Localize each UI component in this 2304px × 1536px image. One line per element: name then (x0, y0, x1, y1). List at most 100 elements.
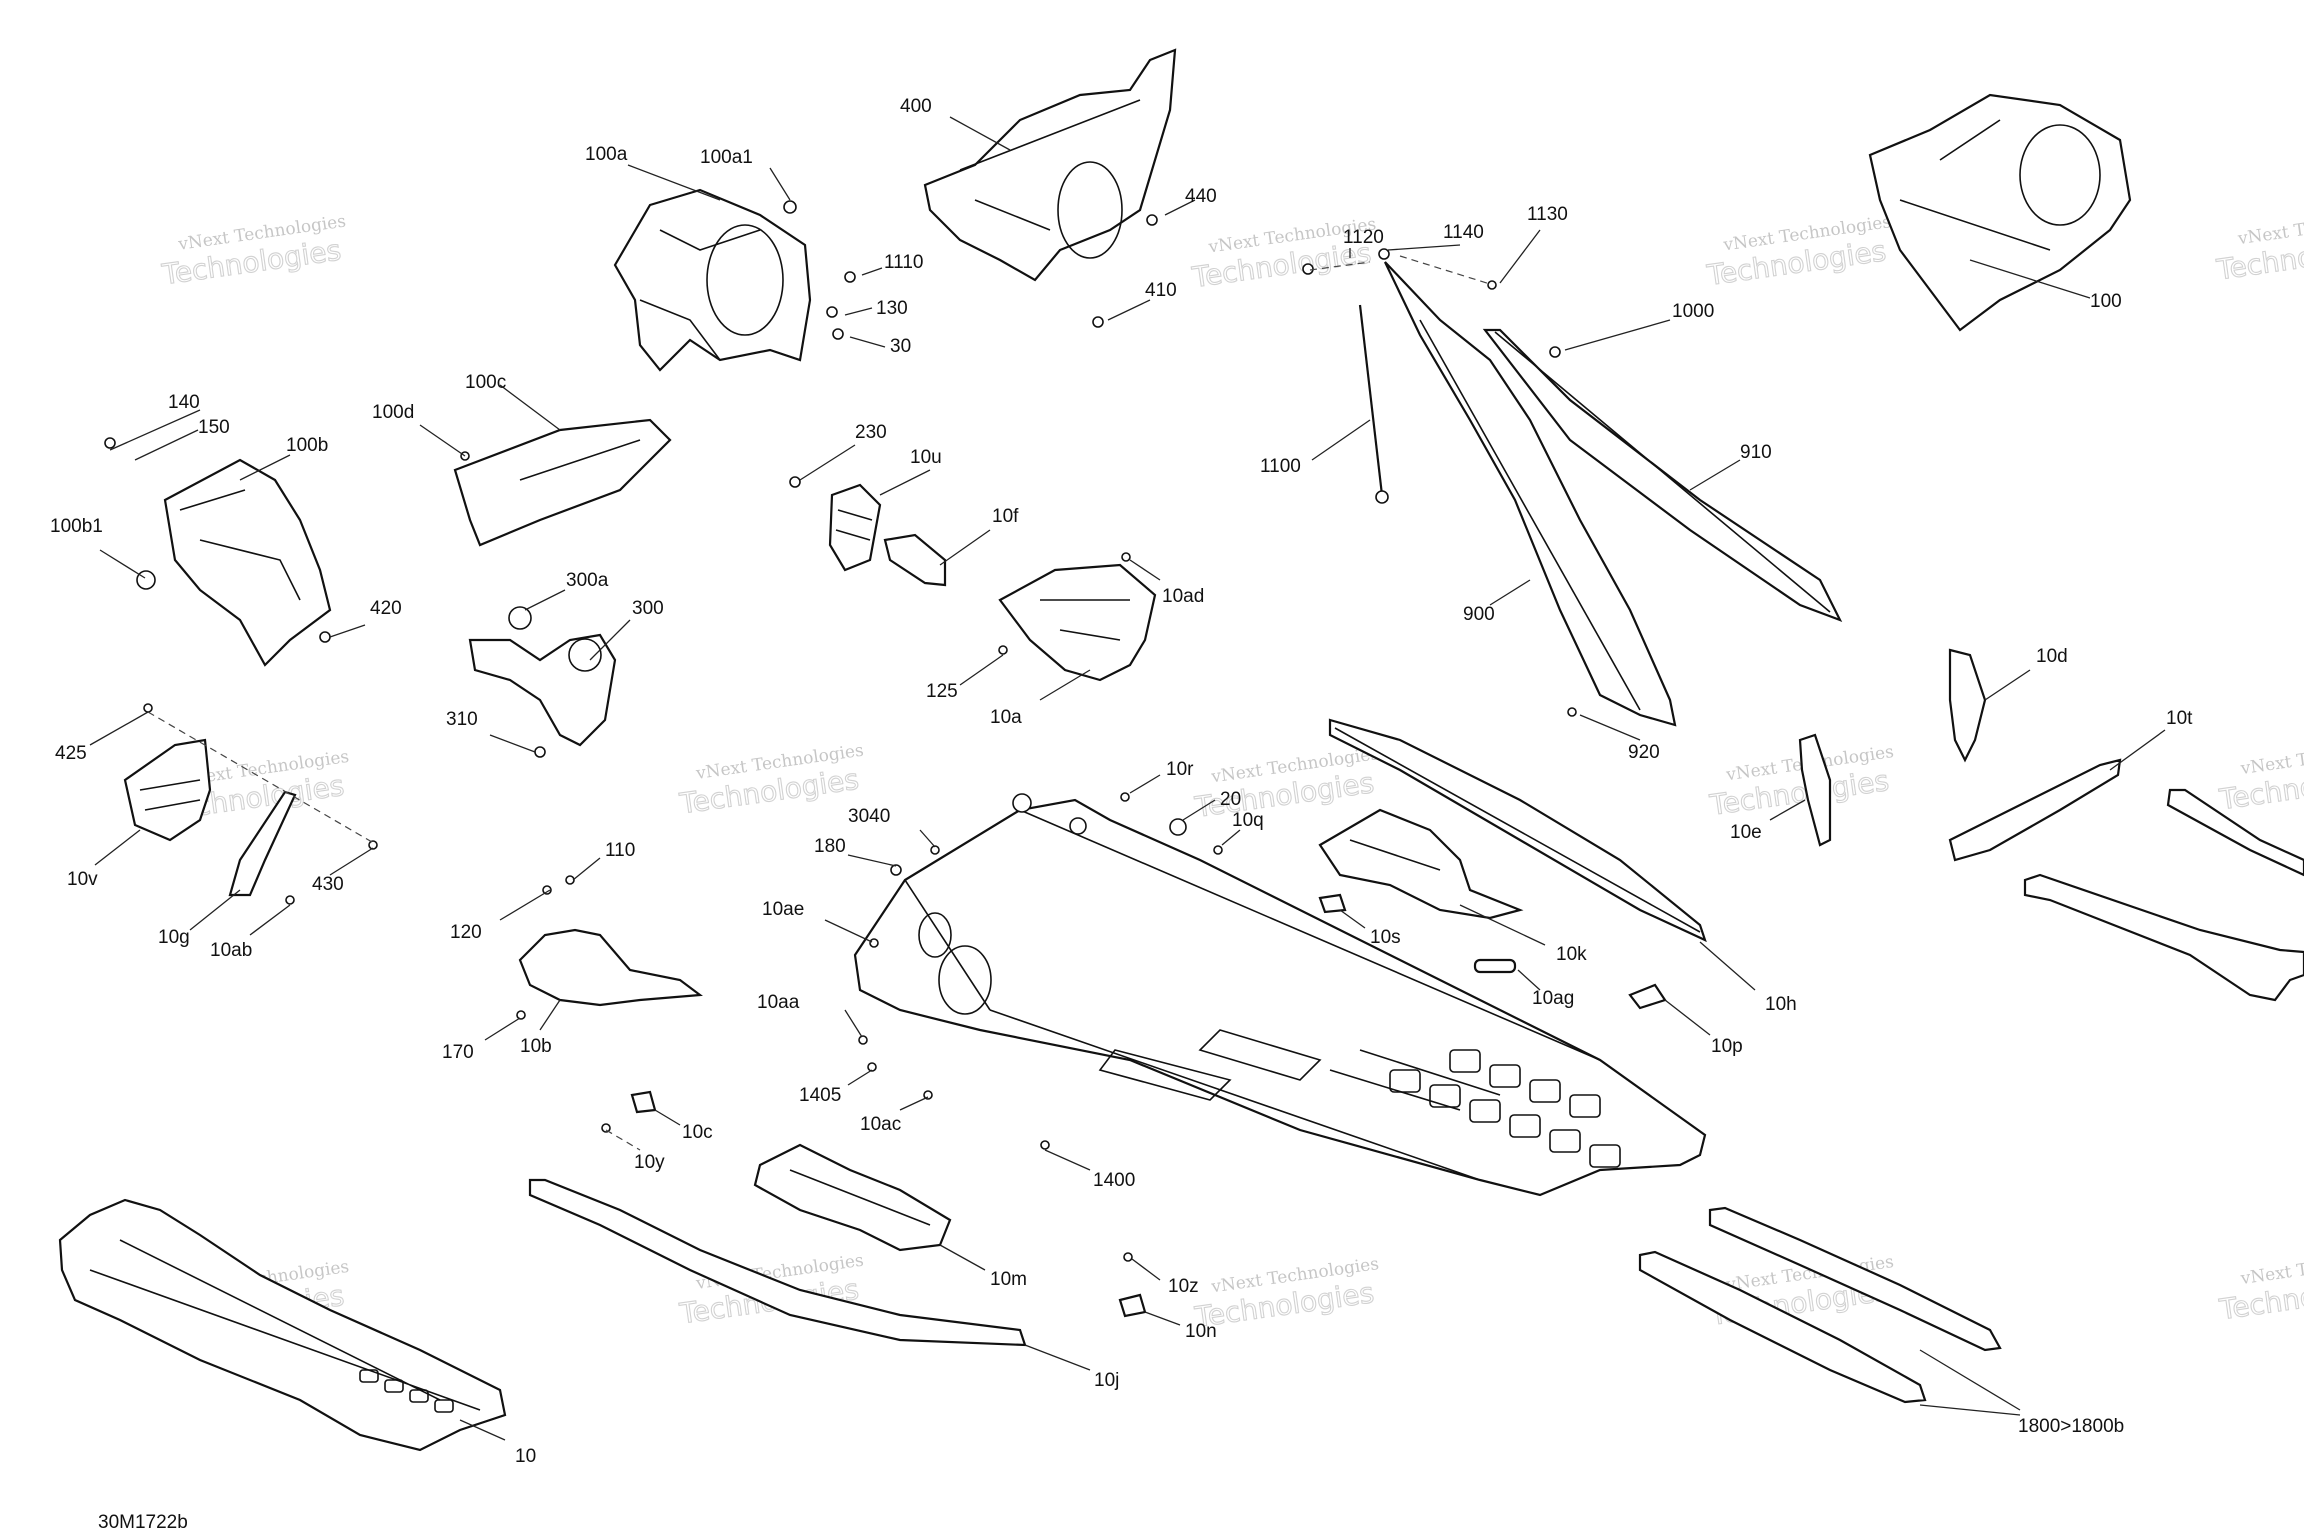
bolt-10z (1123, 1252, 1133, 1262)
bolt-30 (832, 328, 844, 340)
part-20 (1169, 818, 1187, 836)
label-10ad: 10ad (1162, 586, 1204, 607)
label-1405: 1405 (799, 1085, 841, 1106)
part-10d (1948, 648, 1987, 763)
label-1120: 1120 (1343, 227, 1384, 248)
label-10r: 10r (1166, 759, 1194, 780)
label-10a: 10a (990, 707, 1022, 728)
bolt-10ad (1121, 552, 1131, 562)
label-300: 300 (632, 598, 664, 619)
label-10f: 10f (992, 506, 1019, 527)
label-10ae: 10ae (762, 899, 804, 920)
label-130: 130 (876, 298, 908, 319)
bolt-1130 (1487, 280, 1497, 290)
label-400: 400 (900, 96, 932, 117)
label-100d: 100d (372, 402, 414, 423)
label-10t: 10t (2166, 708, 2193, 729)
bolt-1405 (867, 1062, 877, 1072)
bolt-1120 (1302, 263, 1314, 275)
bolt-310 (534, 746, 546, 758)
part-10t (1948, 758, 2122, 862)
part-100 (1868, 93, 2132, 332)
label-10ag: 10ag (1532, 988, 1574, 1009)
part-1100 (1358, 304, 1389, 504)
bolt-1400 (1040, 1140, 1050, 1150)
bolt-10q (1213, 845, 1223, 855)
callout-labels: 100a 100a1 1110 130 30 400 440 410 1120 … (50, 96, 2193, 1467)
part-10f (883, 533, 947, 587)
bolt-430 (368, 840, 378, 850)
bolt-120 (542, 885, 552, 895)
label-10s: 10s (1370, 927, 1401, 948)
bolt-170 (516, 1010, 526, 1020)
label-10n: 10n (1185, 1321, 1217, 1342)
bolt-440 (1146, 214, 1158, 226)
part-10p (1628, 983, 1667, 1010)
label-10z: 10z (1168, 1276, 1199, 1297)
part-10k (1318, 808, 1524, 920)
label-10y: 10y (634, 1152, 665, 1173)
bolt-10ae (869, 938, 879, 948)
bolt-110 (565, 875, 575, 885)
label-125: 125 (926, 681, 958, 702)
part-10n (1118, 1293, 1147, 1318)
part-910 (1482, 328, 1843, 623)
label-10b: 10b (520, 1036, 552, 1057)
bolt-425 (143, 703, 153, 713)
bolt-100b1 (136, 570, 156, 590)
part-300a (508, 606, 532, 630)
part-10u (828, 483, 882, 572)
part-10j (528, 1178, 1027, 1347)
label-10h: 10h (1765, 994, 1797, 1015)
label-100a: 100a (585, 144, 628, 165)
label-1000: 1000 (1672, 301, 1714, 322)
part-10h (1328, 718, 1707, 943)
label-10k: 10k (1556, 944, 1587, 965)
label-1110: 1110 (884, 252, 923, 273)
label-10g: 10g (158, 927, 190, 948)
label-420: 420 (370, 598, 402, 619)
label-1100: 1100 (1260, 456, 1301, 477)
part-10v (123, 738, 212, 842)
bolt-230 (789, 476, 801, 488)
label-20: 20 (1220, 789, 1241, 810)
part-tunnel (853, 793, 1707, 1197)
label-1130: 1130 (1527, 204, 1568, 225)
label-425: 425 (55, 743, 87, 764)
part-100c (453, 418, 672, 547)
bolt-920 (1567, 707, 1577, 717)
label-30: 30 (890, 336, 911, 357)
label-1800: 1800>1800b (2018, 1416, 2124, 1437)
bolt-125 (998, 645, 1008, 655)
label-120: 120 (450, 922, 482, 943)
part-100a (613, 188, 812, 372)
label-1400: 1400 (1093, 1170, 1135, 1191)
label-910: 910 (1740, 442, 1772, 463)
label-310: 310 (446, 709, 478, 730)
bolt-3040 (930, 845, 940, 855)
label-10q: 10q (1232, 810, 1264, 831)
label-10p: 10p (1711, 1036, 1743, 1057)
label-100b1: 100b1 (50, 516, 103, 537)
bolt-10y (601, 1123, 611, 1133)
label-900: 900 (1463, 604, 1495, 625)
bolt-180 (890, 864, 902, 876)
bolt-130 (826, 306, 838, 318)
diagram-id: 30M1722b (98, 1512, 188, 1533)
label-920: 920 (1628, 742, 1660, 763)
label-230: 230 (855, 422, 887, 443)
label-430: 430 (312, 874, 344, 895)
part-900 (1384, 261, 1677, 727)
label-140: 140 (168, 392, 200, 413)
label-10j: 10j (1094, 1370, 1119, 1391)
bolt-100a1 (783, 200, 797, 214)
label-100b: 100b (286, 435, 328, 456)
label-10u: 10u (910, 447, 942, 468)
label-300a: 300a (566, 570, 609, 591)
label-410: 410 (1145, 280, 1177, 301)
part-10a (998, 563, 1157, 682)
part-right-straps (2023, 788, 2304, 1002)
label-100c: 100c (465, 372, 506, 393)
part-1800 (1638, 1206, 2002, 1404)
label-10d: 10d (2036, 646, 2068, 667)
